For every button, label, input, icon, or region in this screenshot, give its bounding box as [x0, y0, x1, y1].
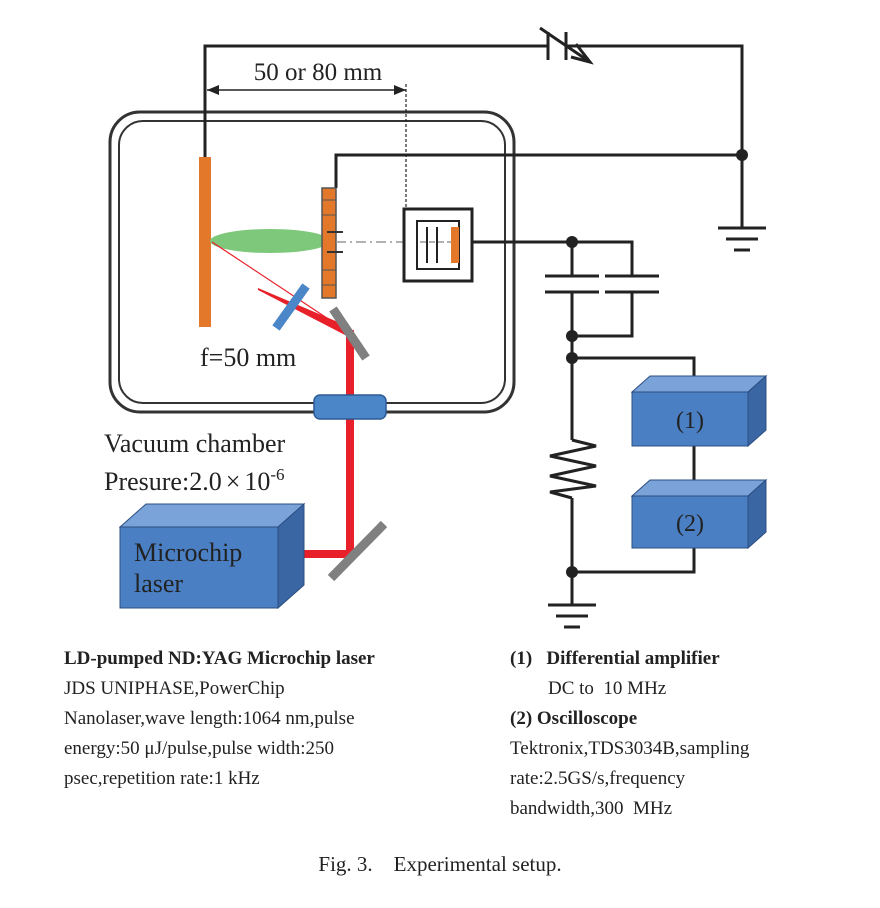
- resistor: [549, 438, 597, 500]
- laser-label-line2: laser: [134, 569, 183, 598]
- pressure-base: 10: [244, 467, 270, 496]
- ground-symbol-bottom: [548, 603, 596, 629]
- microchip-laser: [118, 502, 306, 610]
- top-wire: [203, 44, 744, 160]
- laser-label-line1: Microchip: [134, 538, 242, 567]
- oscilloscope-detail: rate:2.5GS/s,frequency: [510, 768, 686, 789]
- pressure-times: ×: [226, 467, 241, 496]
- oscilloscope-title: (2) Oscilloscope: [510, 708, 638, 729]
- oscilloscope-detail: Tektronix,TDS3034B,sampling: [510, 738, 750, 759]
- distance-label: 50 or 80 mm: [254, 59, 383, 86]
- chamber-label: Vacuum chamber: [104, 429, 286, 458]
- junction-dot: [566, 236, 578, 248]
- laser-spec-line: energy:50 μJ/pulse,pulse width:250: [64, 738, 335, 759]
- experimental-setup-diagram: 50 or 80 mm: [104, 26, 768, 629]
- mirror-lower: [327, 520, 388, 582]
- laser-spec-line: JDS UNIPHASE,PowerChip: [64, 678, 285, 699]
- junction-dot: [736, 149, 748, 161]
- vacuum-chamber: [108, 110, 516, 414]
- laser-spec-line: Nanolaser,wave length:1064 nm,pulse: [64, 708, 355, 729]
- pressure-label: Presure:2.0×10-6: [104, 465, 285, 496]
- instrument-specifications: (1) Differential amplifier DC to 10 MHz …: [510, 644, 840, 824]
- capacitor-left: [545, 274, 599, 294]
- differential-amplifier-box: [630, 374, 768, 448]
- junction-dot: [566, 352, 578, 364]
- junction-dot: [566, 330, 578, 342]
- laser-spec-title: LD-pumped ND:YAG Microchip laser: [64, 648, 375, 669]
- plasma-plume: [210, 229, 330, 253]
- capacitor-right: [605, 274, 659, 294]
- laser-spec-line: psec,repetition rate:1 kHz: [64, 768, 260, 789]
- box2-label: (2): [676, 511, 704, 537]
- oscilloscope-box: [630, 478, 768, 550]
- box1-label: (1): [676, 408, 704, 434]
- amplifier-detail: DC to 10 MHz: [548, 678, 667, 699]
- electrode-wire: [334, 153, 744, 228]
- pressure-exponent: -6: [270, 465, 284, 484]
- ground-symbol-top: [718, 226, 766, 252]
- focal-length-label: f=50 mm: [200, 343, 296, 372]
- extraction-electrode: [321, 187, 343, 299]
- variable-capacitor: [539, 26, 594, 65]
- chamber-window: [313, 394, 387, 420]
- oscilloscope-detail: bandwidth,300 MHz: [510, 798, 673, 819]
- figure-caption: Fig. 3. Experimental setup.: [318, 852, 562, 876]
- detector-cup: [402, 207, 474, 283]
- beam-splitter: [272, 283, 310, 331]
- target-plate: [199, 157, 211, 327]
- distance-dimension: [207, 84, 407, 215]
- amplifier-title: (1) Differential amplifier: [510, 648, 720, 669]
- junction-dot: [566, 566, 578, 578]
- laser-specifications: LD-pumped ND:YAG Microchip laser JDS UNI…: [64, 644, 484, 794]
- pressure-value: Presure:2.0: [104, 467, 222, 496]
- mirror-upper: [329, 306, 370, 361]
